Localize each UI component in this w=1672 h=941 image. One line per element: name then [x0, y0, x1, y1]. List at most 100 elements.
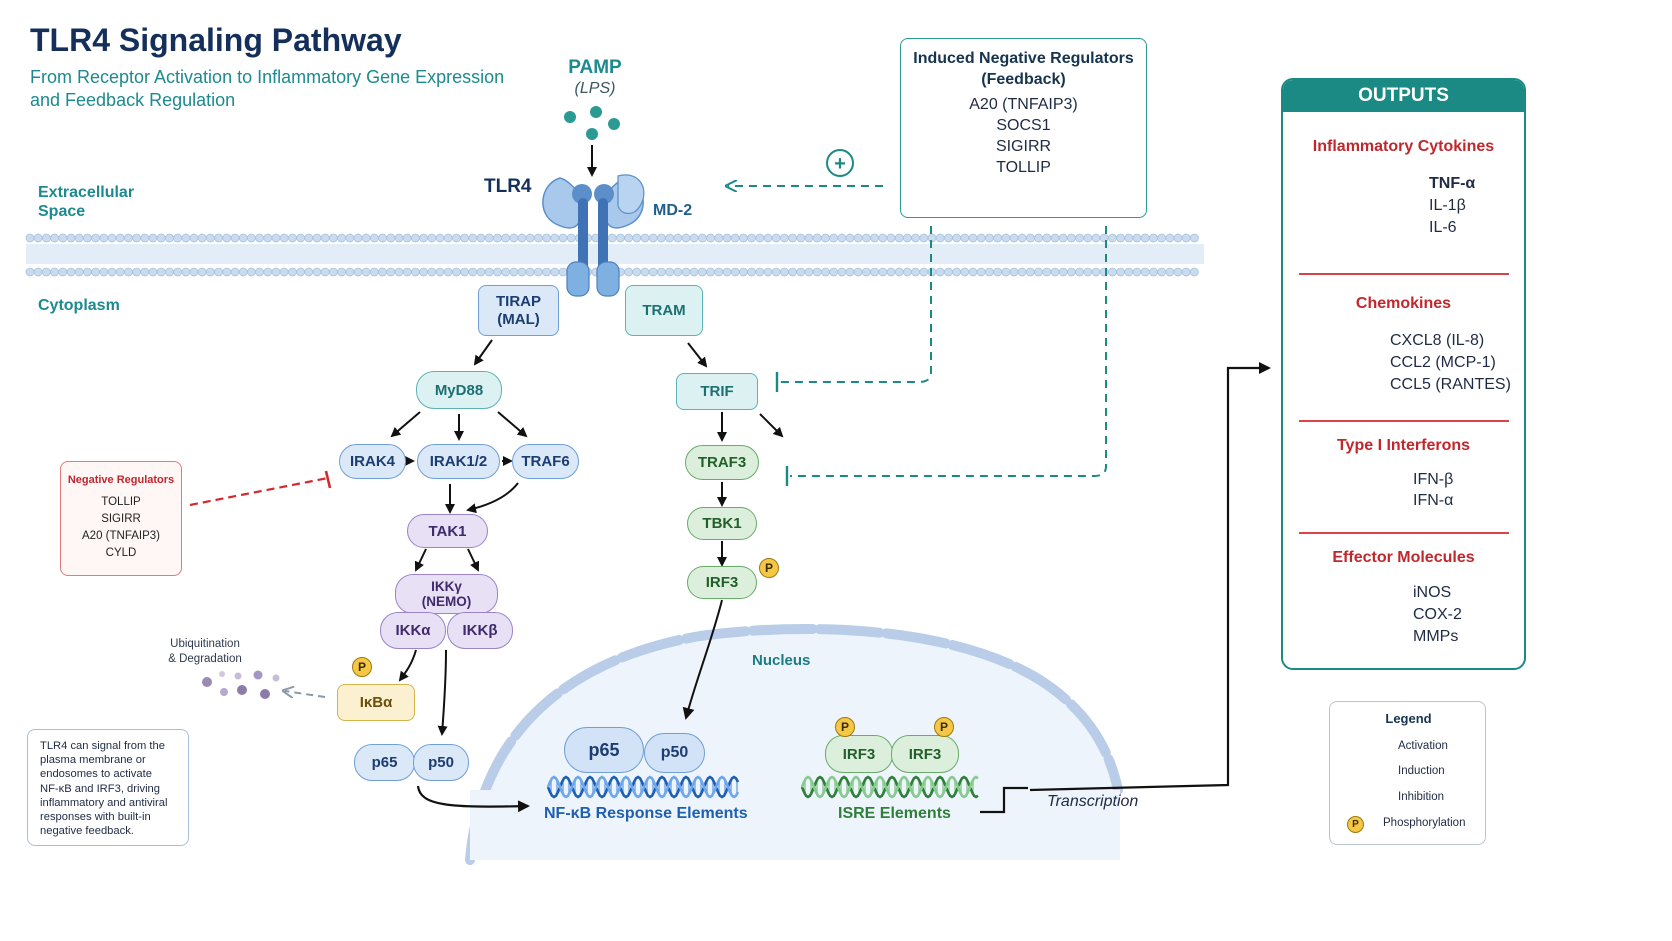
tak1-node[interactable]: TAK1	[407, 514, 488, 548]
irf3-nuclear-node-b[interactable]: IRF3	[891, 735, 959, 773]
tbk1-node[interactable]: TBK1	[687, 507, 757, 540]
output-item: IL-6	[1429, 219, 1457, 236]
output-item: CXCL8 (IL-8)	[1390, 332, 1485, 349]
output-item: TNF-α	[1429, 175, 1476, 192]
negative-regulators-title: Negative Regulators	[67, 474, 175, 486]
phospho-badge-irf3-a: P	[835, 717, 855, 737]
transcription-start-symbol	[980, 786, 1028, 814]
induced-regulators-title-line-1: Induced Negative Regulators	[913, 50, 1134, 67]
arrow-ikba-ubiq	[285, 691, 326, 697]
tram-node[interactable]: TRAM	[625, 285, 703, 336]
induced-regulator-item: A20 (TNFAIP3)	[969, 96, 1078, 113]
negative-regulator-item: SIGIRR	[101, 513, 141, 525]
note-line: plasma membrane or	[40, 754, 146, 767]
output-group-title: Inflammatory Cytokines	[1312, 138, 1495, 155]
output-group-title: Effector Molecules	[1332, 549, 1475, 566]
isre-elements-label: ISRE Elements	[838, 805, 951, 822]
ikk-beta-node[interactable]: IKKβ	[447, 612, 513, 649]
page-subtitle: From Receptor Activation to Inflammatory…	[30, 66, 550, 112]
nucleus-label: Nucleus	[752, 652, 811, 669]
output-separator	[1299, 420, 1509, 422]
ubiquitination-line-1: Ubiquitination	[170, 638, 240, 650]
negative-regulator-item: TOLLIP	[101, 496, 141, 508]
irf3-nuclear-node-a[interactable]: IRF3	[825, 735, 893, 773]
induced-regulators-title-line-2: (Feedback)	[981, 71, 1066, 88]
induced-regulator-item: SOCS1	[996, 117, 1051, 134]
induced-regulator-item: TOLLIP	[996, 159, 1051, 176]
legend-title: Legend	[1385, 711, 1432, 726]
arrow-irf3-nucleus	[682, 599, 723, 720]
md2-label: MD-2	[653, 202, 693, 219]
ikba-node[interactable]: IκBα	[337, 684, 415, 721]
degradation-fragments	[202, 670, 280, 699]
irak4-node[interactable]: IRAK4	[339, 444, 406, 479]
p50-nuclear-node[interactable]: p50	[644, 733, 705, 773]
p65-nuclear-node[interactable]: p65	[564, 727, 644, 773]
phospho-badge-irf3-b: P	[934, 717, 954, 737]
output-item: CCL2 (MCP-1)	[1390, 354, 1496, 371]
ikk-gamma-node[interactable]: IKKγ (NEMO)	[395, 574, 498, 614]
nemo-label: (NEMO)	[421, 594, 472, 609]
positive-feedback-icon: +	[826, 149, 854, 177]
nfkb-response-elements-label: NF-κB Response Elements	[544, 805, 748, 822]
p65-cyto-node[interactable]: p65	[354, 744, 415, 781]
tirap-alias-label: (MAL)	[497, 310, 540, 328]
lps-label: (LPS)	[574, 80, 616, 97]
output-item: COX-2	[1413, 606, 1462, 623]
output-item: iNOS	[1413, 584, 1452, 601]
legend-phospho-badge: P	[1347, 816, 1364, 833]
nfkb-dna-helix	[546, 775, 740, 799]
legend-inhibition-label: Inhibition	[1398, 791, 1445, 803]
note-line: endosomes to activate	[40, 768, 152, 781]
note-line: responses with built-in	[40, 811, 151, 824]
feedback-inhibit-traf3	[790, 226, 1107, 477]
output-item: IFN-β	[1413, 471, 1454, 488]
output-item: CCL5 (RANTES)	[1390, 376, 1511, 393]
output-item: IL-1β	[1429, 197, 1466, 214]
output-item: IFN-α	[1413, 492, 1454, 509]
arrow-myd88-irak4	[390, 411, 421, 438]
note-line: negative feedback.	[40, 825, 134, 838]
myd88-node[interactable]: MyD88	[416, 371, 502, 409]
ubiquitination-label: Ubiquitination & Degradation	[160, 637, 250, 667]
outputs-header: OUTPUTS	[1283, 80, 1524, 112]
transcription-label: Transcription	[1047, 793, 1139, 810]
output-separator	[1299, 273, 1509, 275]
page-title: TLR4 Signaling Pathway	[30, 22, 402, 58]
p50-cyto-node[interactable]: p50	[413, 744, 469, 781]
legend-box: Legend Activation Induction Inhibition P…	[1329, 701, 1486, 845]
cytoplasm-label: Cytoplasm	[38, 297, 120, 314]
arrow-ikk-p65p50	[437, 649, 448, 736]
irak12-node[interactable]: IRAK1/2	[417, 444, 500, 479]
extracellular-label-line-2: Space	[38, 203, 86, 220]
trif-node[interactable]: TRIF	[676, 373, 758, 410]
induced-regulator-item: SIGIRR	[995, 138, 1052, 155]
arrow-ikk-ikba	[398, 649, 417, 682]
tirap-label: TIRAP	[496, 292, 541, 310]
phospho-badge-ikba: P	[352, 657, 372, 677]
info-note-box: TLR4 can signal from the plasma membrane…	[27, 729, 189, 846]
inhibition-neg-regulators	[189, 476, 329, 507]
note-line: TLR4 can signal from the	[40, 740, 165, 752]
isre-dna-helix	[800, 775, 979, 799]
legend-activation-label: Activation	[1398, 740, 1448, 752]
arrow-traf6-tak1	[466, 482, 519, 514]
tirap-node[interactable]: TIRAP (MAL)	[478, 285, 559, 336]
pamp-label: PAMP	[568, 57, 622, 78]
legend-induction-label: Induction	[1398, 765, 1445, 777]
subtitle-line-2: and Feedback Regulation	[30, 90, 236, 110]
negative-regulator-item: A20 (TNFAIP3)	[82, 530, 160, 542]
arrow-tram-trif	[687, 342, 708, 368]
subtitle-line-1: From Receptor Activation to Inflammatory…	[30, 67, 505, 87]
arrow-tak1-ikk-left	[414, 548, 427, 572]
traf3-node[interactable]: TRAF3	[685, 445, 759, 480]
arrow-tirap-myd88	[473, 339, 493, 366]
ubiquitination-line-2: & Degradation	[168, 653, 242, 665]
extracellular-label-line-1: Extracellular	[38, 184, 135, 201]
irf3-cyto-node[interactable]: IRF3	[687, 566, 757, 599]
feedback-inhibit-trif	[780, 226, 932, 383]
traf6-node[interactable]: TRAF6	[512, 444, 579, 479]
tlr4-label: TLR4	[484, 176, 532, 197]
ikk-alpha-node[interactable]: IKKα	[380, 612, 446, 649]
